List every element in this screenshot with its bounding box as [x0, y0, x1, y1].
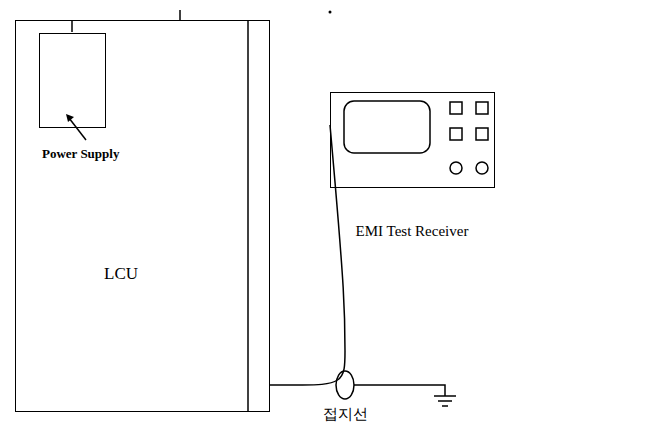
dot-mark: [329, 11, 332, 14]
receiver-button: [476, 128, 488, 140]
receiver-screen: [344, 101, 430, 153]
receiver-button: [450, 128, 462, 140]
wire-label: 접지선: [310, 405, 380, 424]
part-label: EMI Test Receiver: [356, 223, 469, 240]
ground-wire: [345, 385, 445, 396]
unit-name: LCU: [104, 264, 138, 284]
part-label: Power Supply: [42, 146, 119, 162]
ground-symbol: [438, 400, 452, 402]
ground-symbol: [442, 405, 448, 407]
top-tick: [179, 10, 181, 20]
receiver-button: [476, 102, 488, 114]
receiver-knob: [450, 162, 462, 174]
test-receiver: EMI Test Receiver: [330, 92, 495, 188]
current-probe: [336, 371, 354, 399]
ground-symbol: [434, 395, 456, 397]
leader-head: [66, 114, 74, 122]
leader-line: [69, 118, 86, 140]
panel-edge: [247, 20, 249, 412]
receiver-knob: [476, 162, 488, 174]
unit-cabinet: LCU Power Supply: [15, 20, 270, 412]
probe-cable: [270, 125, 345, 385]
supply-wire: [71, 20, 73, 32]
power-supply-box: Power Supply: [39, 33, 106, 128]
receiver-button: [450, 102, 462, 114]
